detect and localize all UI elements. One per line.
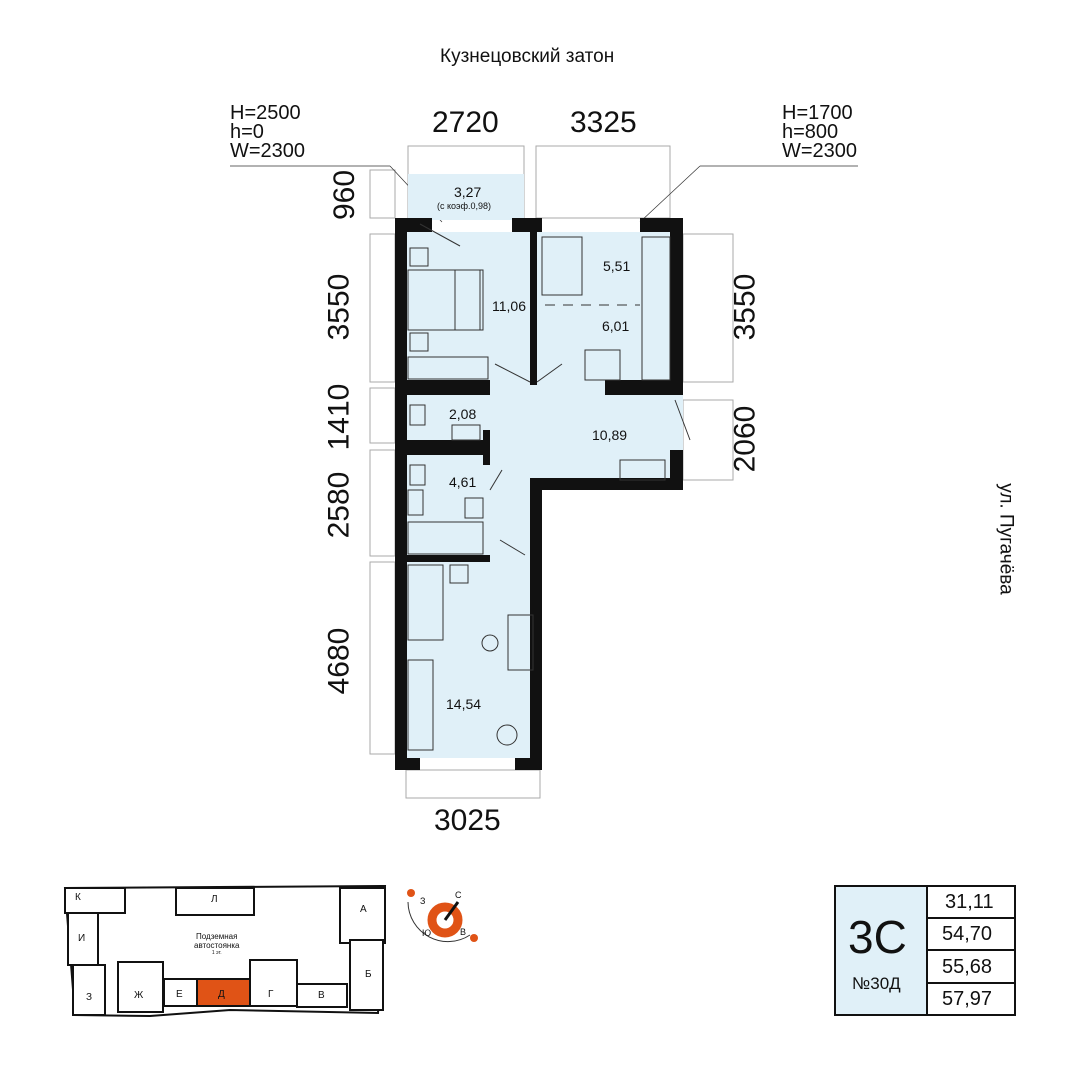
apartment-type: 3С [848,911,907,963]
room-area-wc: 2,08 [449,406,477,422]
walls [395,218,683,770]
section-a: А [360,904,367,915]
room-area-kitchen: 6,01 [602,318,630,334]
dim-right: 2060 [728,405,762,473]
dim-left: 2580 [322,471,356,539]
section-zh: Ж [134,990,144,1001]
compass-north: С [455,890,462,900]
compass-east: В [460,927,467,937]
summary-table [834,885,1016,1016]
compass-west: З [420,896,426,906]
section-d-highlighted: Д [218,989,225,1000]
dim-bottom: 3025 [434,804,501,837]
room-area-dining: 5,51 [603,258,631,274]
dim-right: 3550 [728,273,762,341]
area-value: 54,70 [942,923,993,945]
area-value: 57,97 [942,988,993,1010]
dim-left: 960 [328,169,362,221]
dim-top-right: 3325 [570,106,637,139]
dim-left: 4680 [322,627,356,695]
dim-left: 1410 [322,383,356,451]
site-plan [63,884,387,1018]
room-area-hall: 10,89 [592,427,628,443]
section-k: К [75,892,81,903]
street-right: ул. Пугачёва [995,483,1017,595]
dim-top-left: 2720 [432,106,499,139]
room-fills [407,174,683,758]
section-v: В [318,990,325,1001]
room-area-bedroom1: 11,06 [492,298,526,314]
street-top: Кузнецовский затон [440,46,615,67]
compass [407,889,478,943]
dim-left: 3550 [322,273,356,341]
section-e: Е [176,989,183,1000]
room-area-balcony: 3,27 [454,184,482,200]
section-g: Г [268,989,274,1000]
section-z: З [86,992,93,1003]
section-b: Б [365,969,372,980]
section-i: И [78,933,86,944]
area-value: 55,68 [942,956,993,978]
area-value: 31,11 [945,891,994,913]
section-l: Л [211,894,218,905]
room-area-bedroom2: 14,54 [446,696,482,712]
room-area-bath: 4,61 [449,474,477,490]
furniture [407,223,691,751]
apartment-number: №30Д [852,974,901,993]
balcony-note: (с коэф.0,98) [437,201,492,211]
compass-south: Ю [422,928,432,938]
